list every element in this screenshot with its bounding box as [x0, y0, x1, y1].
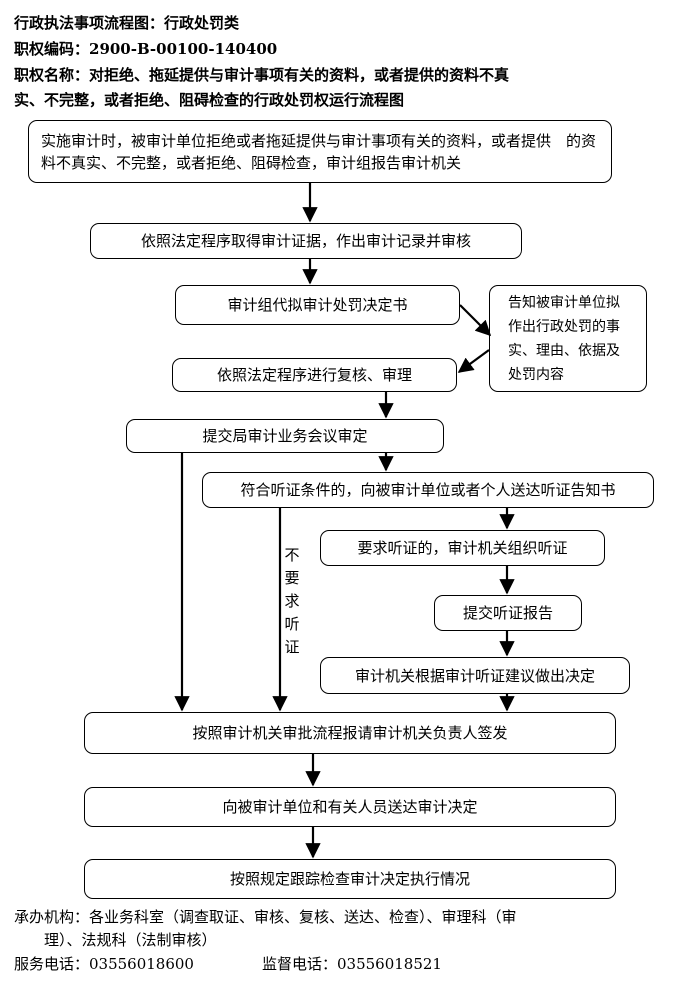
arrow-note-4 [457, 349, 490, 373]
header-line-2: 职权编码：2900-B-00100-140400 [14, 40, 278, 58]
step-11-box: 向被审计单位和有关人员送达审计决定 [84, 787, 616, 827]
footer-service-phone: 服务电话：03556018600 [14, 955, 194, 973]
step-6-box: 符合听证条件的，向被审计单位或者个人送达听证告知书 [202, 472, 654, 508]
step-7-box: 要求听证的，审计机关组织听证 [320, 530, 605, 566]
header-line-3: 职权名称：对拒绝、拖延提供与审计事项有关的资料，或者提供的资料不真 [14, 66, 510, 84]
header-line-4: 实、不完整，或者拒绝、阻碍检查的行政处罚权运行流程图 [14, 91, 405, 109]
no-hearing-char: 求 [284, 592, 300, 610]
no-hearing-char: 不 [284, 546, 300, 564]
no-hearing-char: 证 [284, 638, 300, 656]
step-5-box: 提交局审计业务会议审定 [126, 419, 444, 453]
footer-agency-cont: 理）、法规科（法制审核） [14, 931, 217, 949]
step-10-box: 按照审计机关审批流程报请审计机关负责人签发 [84, 712, 616, 754]
no-hearing-label: 不 要 求 听 证 [284, 544, 300, 659]
step-4-box: 依照法定程序进行复核、审理 [172, 358, 457, 392]
step-9-box: 审计机关根据审计听证建议做出决定 [320, 657, 630, 694]
step-2-box: 依照法定程序取得审计证据，作出审计记录并审核 [90, 223, 522, 259]
no-hearing-char: 听 [284, 615, 300, 633]
header-line-1: 行政执法事项流程图：行政处罚类 [14, 14, 240, 32]
step-1-box: 实施审计时，被审计单位拒绝或者拖延提供与审计事项有关的资料，或者提供 的资料不真… [28, 120, 612, 183]
step-12-box: 按照规定跟踪检查审计决定执行情况 [84, 859, 616, 899]
no-hearing-char: 要 [284, 569, 300, 587]
arrow-3-note [459, 304, 492, 337]
side-note-box: 告知被审计单位拟作出行政处罚的事实、理由、依据及处罚内容 [489, 285, 647, 392]
step-3-box: 审计组代拟审计处罚决定书 [175, 285, 460, 325]
footer-supervise-phone: 监督电话：03556018521 [262, 955, 442, 973]
step-8-box: 提交听证报告 [434, 595, 582, 631]
side-note-text: 告知被审计单位拟作出行政处罚的事实、理由、依据及处罚内容 [508, 294, 620, 383]
footer-agency: 承办机构：各业务科室（调查取证、审核、复核、送达、检查）、审理科（审 [14, 908, 517, 926]
